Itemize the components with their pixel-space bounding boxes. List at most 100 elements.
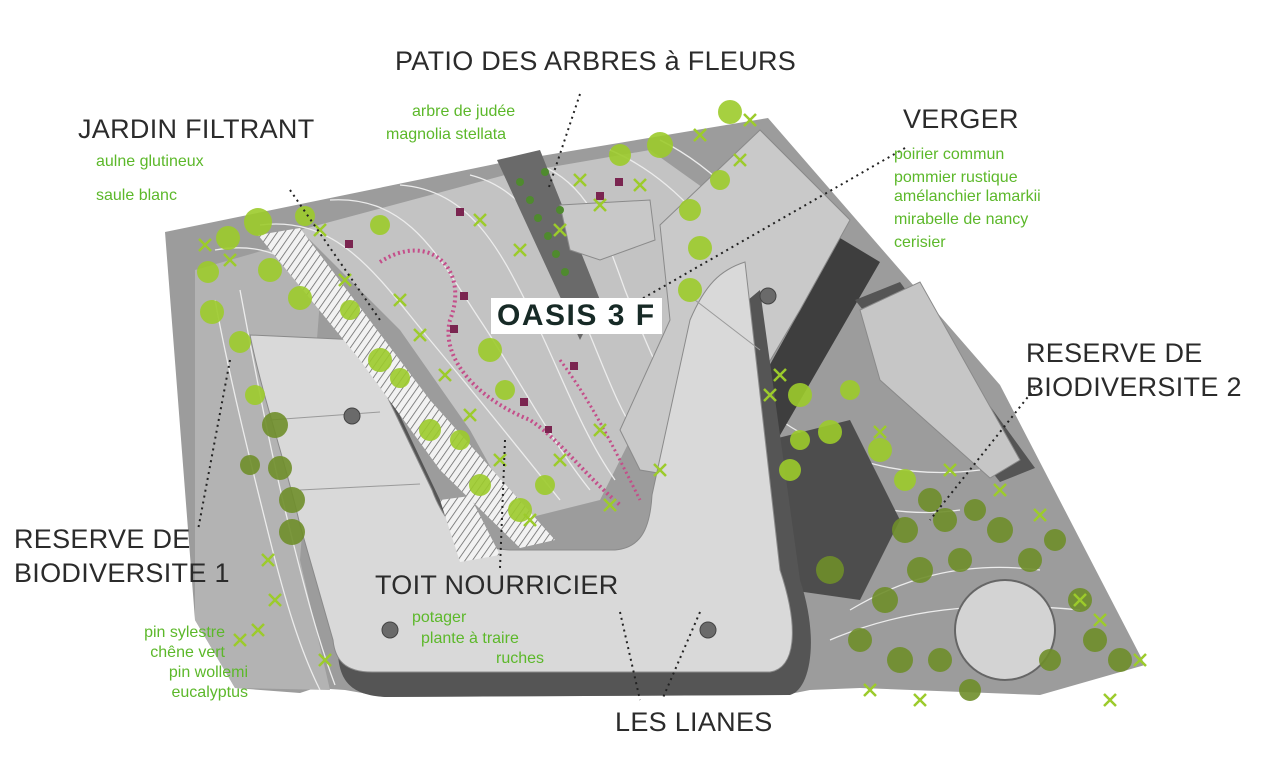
tree [918,488,942,512]
tree [495,380,515,400]
tree [933,508,957,532]
tree [892,517,918,543]
roof-vents [343,287,777,639]
tree [907,557,933,583]
plant-cross [593,423,607,437]
zone-label-toit-nourricier: TOIT NOURRICIER [375,570,619,600]
tree [678,278,702,302]
tree [647,132,673,158]
tree [779,459,801,481]
plant-cross [993,483,1007,497]
species-label: ruches [496,650,545,667]
tree [478,338,502,362]
tree [609,144,631,166]
zone-label-patio: PATIO DES ARBRES à FLEURS [395,46,797,76]
zone-label-reserve-1-line1: RESERVE DE [14,524,191,554]
species-label: saule blanc [96,187,177,204]
plant-cross [763,388,777,402]
zone-label-jardin-filtrant: JARDIN FILTRANT [78,114,315,144]
plant-cross [573,173,587,187]
tree [240,455,260,475]
plant-cross [603,498,617,512]
species-label: amélanchier lamarkii [894,188,1041,205]
species-label: arbre de judée [412,103,516,120]
plant-cross [553,453,567,467]
tree [964,499,986,521]
tree [788,383,812,407]
zone-label-verger: VERGER [903,104,1019,134]
species-label: magnolia stellata [386,126,507,143]
tree [450,430,470,450]
dark-basin [770,420,900,600]
species-label: plante à traire [421,630,519,647]
tree [229,331,251,353]
plant-cross [438,368,452,382]
roof-east-small [859,281,1021,479]
plant-cross [251,623,265,637]
patio-tree-dots [516,168,569,276]
species-label: potager [412,609,467,626]
plant-cross [1103,693,1117,707]
tree [258,258,282,282]
plant-cross [1133,653,1147,667]
tree [368,348,392,372]
tree [790,430,810,450]
tree [419,419,441,441]
tree [1039,649,1061,671]
plant-cross [261,553,275,567]
plant-cross [463,408,477,422]
plant-cross [653,463,667,477]
tree [535,475,555,495]
roof-divisions [269,299,761,491]
plant-cross [393,293,407,307]
tree [688,236,712,260]
plant-cross [693,128,707,142]
tree [868,438,892,462]
species-label: eucalyptus [171,684,249,701]
tree [288,286,312,310]
dark-strip-north [497,150,600,340]
tree [268,456,292,480]
tree [245,385,265,405]
plant-cross [1073,593,1087,607]
tree [1083,628,1107,652]
plant-cross [593,198,607,212]
tree [848,628,872,652]
species-label: cerisier [894,234,946,251]
tree [710,170,730,190]
tree [928,648,952,672]
plant-cross [633,178,647,192]
hatched-ramp-west [258,228,555,548]
tree [216,226,240,250]
tree [718,100,742,124]
plant-cross [863,683,877,697]
plant-cross [913,693,927,707]
plant-cross-layer [198,113,1147,707]
tree [262,412,288,438]
flower-markers [345,178,623,433]
plant-cross [873,425,887,439]
plant-cross [198,238,212,252]
round-tank [954,579,1056,681]
dashed-paths [378,248,642,507]
tree [840,380,860,400]
tree [200,300,224,324]
plant-cross [523,513,537,527]
species-label: chêne vert [150,644,225,661]
tree [295,206,315,226]
plant-cross [473,213,487,227]
plant-cross [223,253,237,267]
tree [390,368,410,388]
tree [469,474,491,496]
plant-cross [233,633,247,647]
tree [1044,529,1066,551]
plant-cross [1033,508,1047,522]
zone-label-reserve-2-line2: BIODIVERSITE 2 [1026,372,1242,402]
tree [887,647,913,673]
plant-cross [413,328,427,342]
zone-label-reserve-2-line1: RESERVE DE [1026,338,1203,368]
tree-layer [197,100,1132,701]
roof-north-block [559,199,656,261]
tree [894,469,916,491]
